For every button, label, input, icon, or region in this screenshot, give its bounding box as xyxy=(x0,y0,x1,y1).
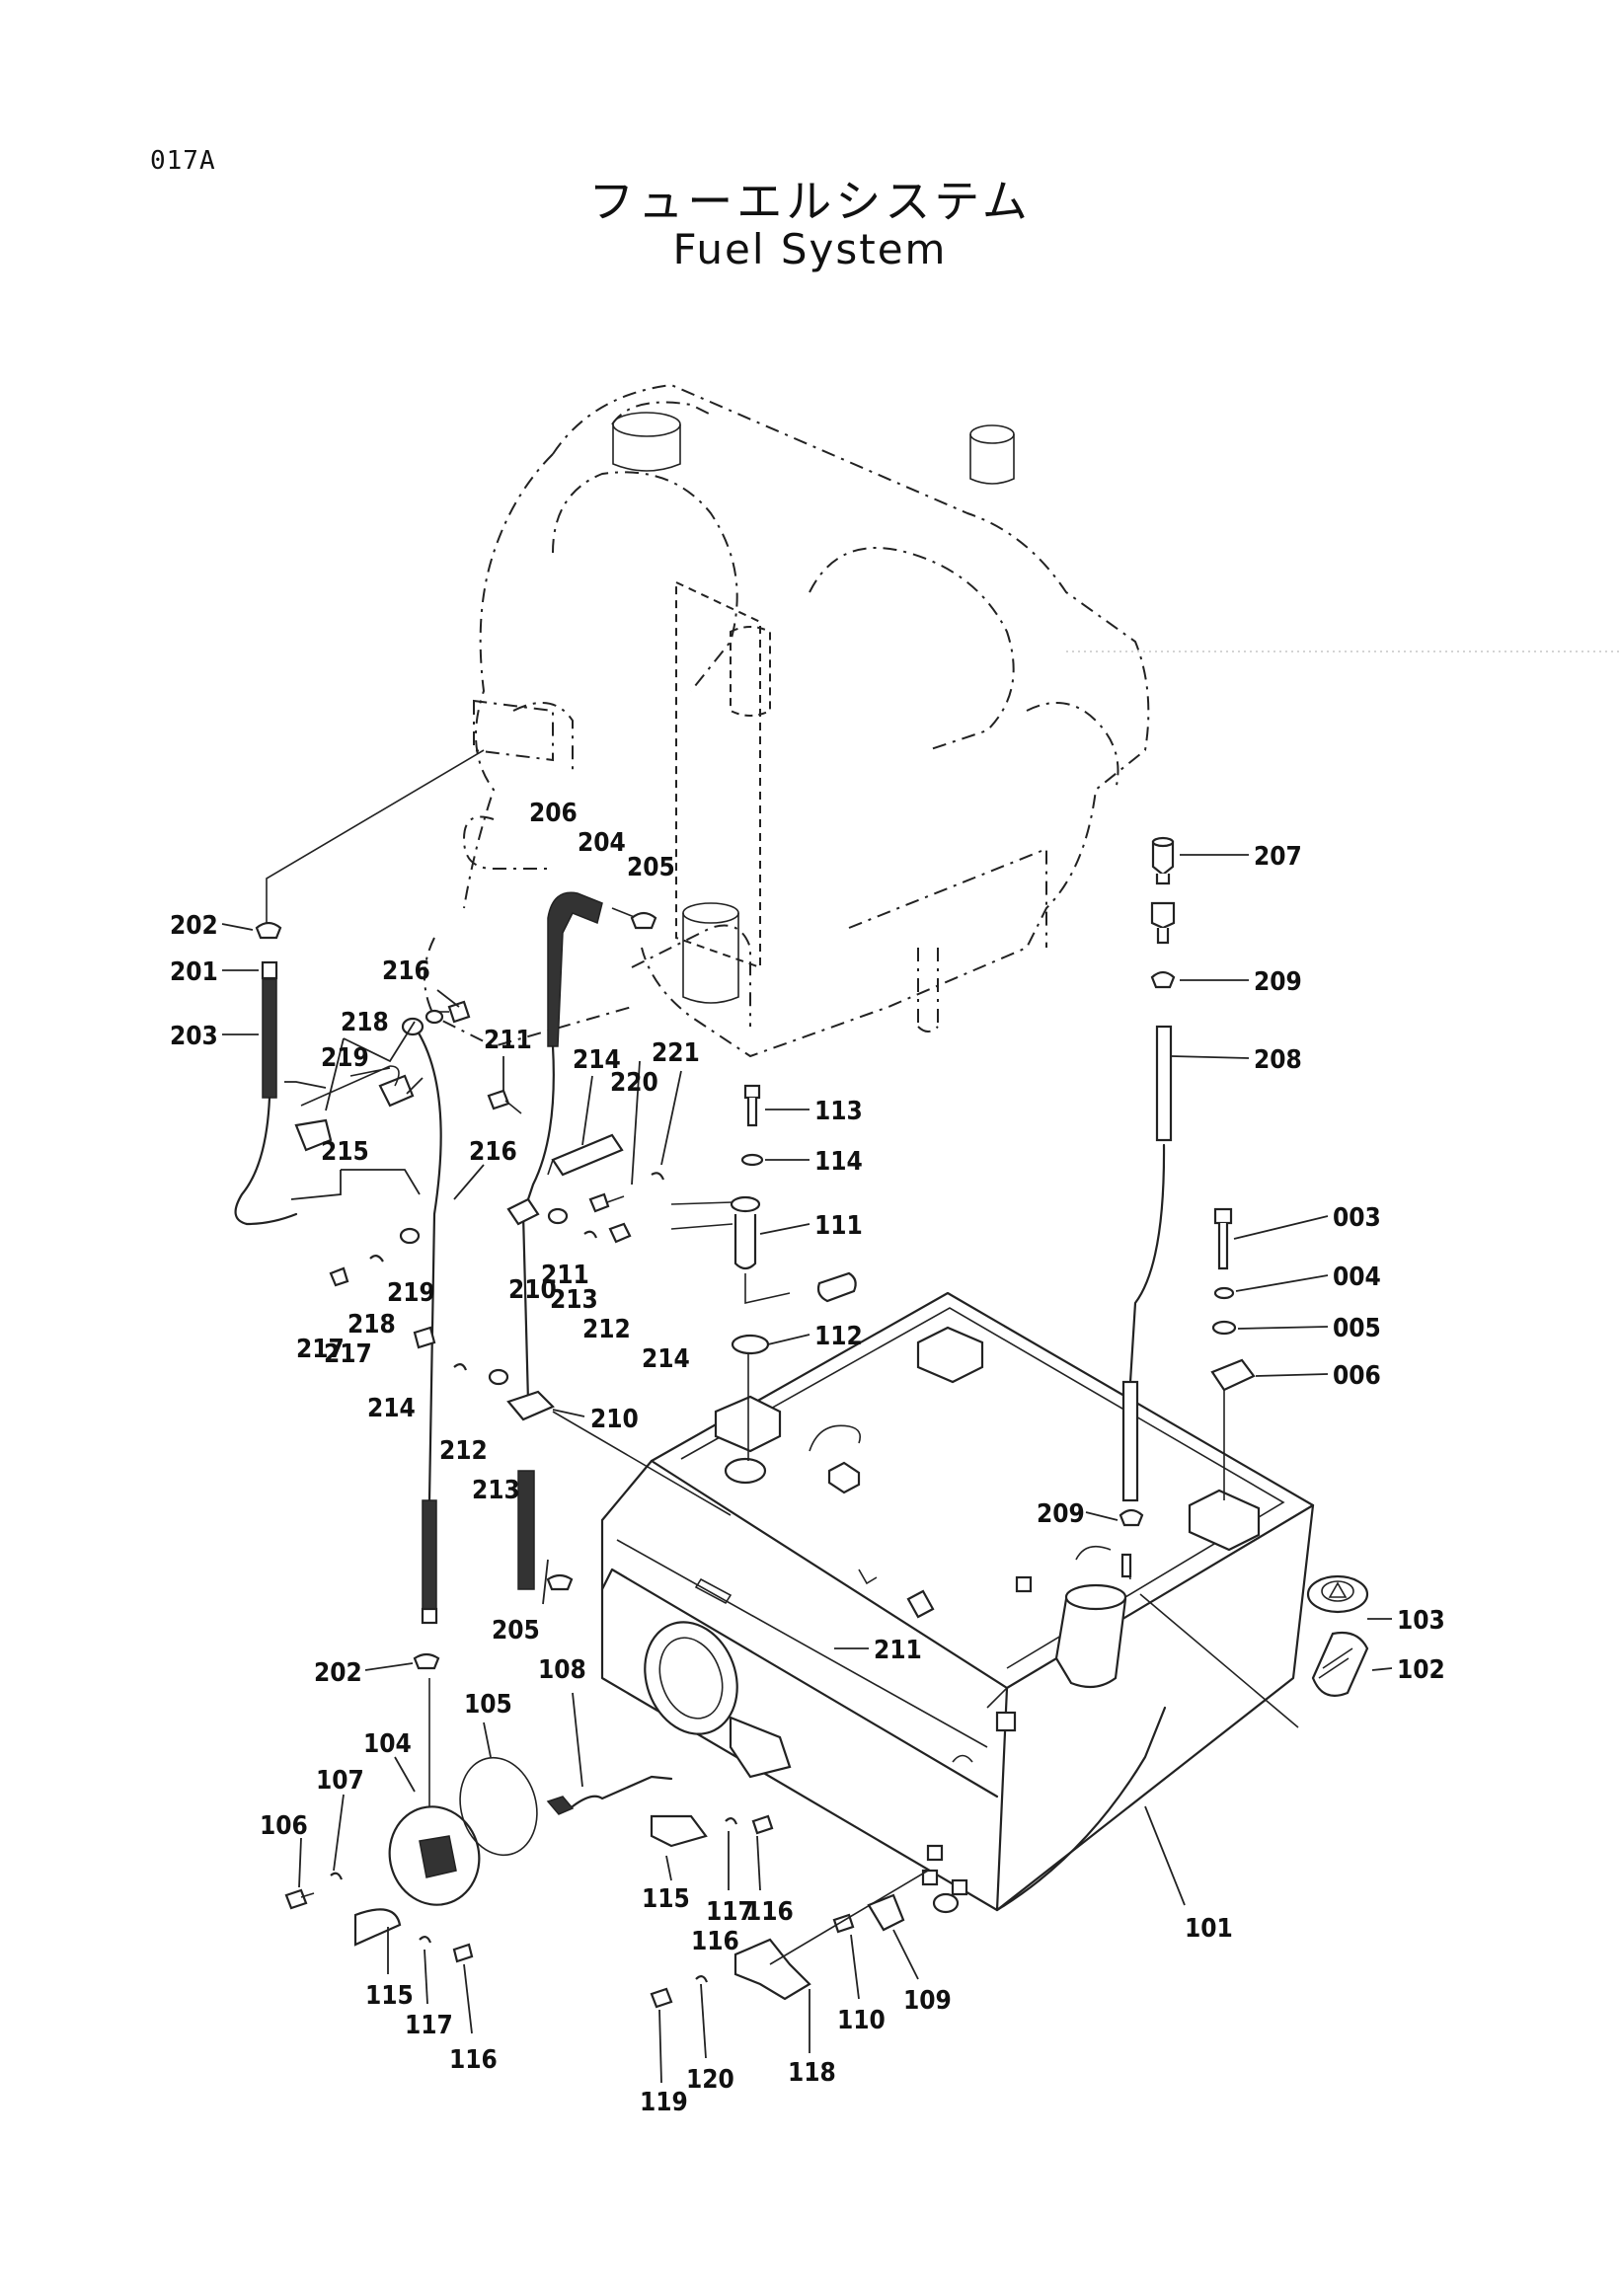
part-label: 120 xyxy=(686,2065,734,2095)
part-label: 103 xyxy=(1397,1606,1445,1636)
part-label: 116 xyxy=(745,1897,794,1927)
part-label: 210 xyxy=(508,1275,557,1305)
part-label: 211 xyxy=(874,1636,922,1665)
part-label: 218 xyxy=(341,1008,389,1037)
part-label: 004 xyxy=(1333,1263,1381,1292)
left-fuel-hose-assembly xyxy=(234,749,485,1875)
part-label: 117 xyxy=(706,1897,754,1927)
part-label: 204 xyxy=(578,828,626,858)
bracket-and-bolts xyxy=(329,1000,665,1386)
part-label: 210 xyxy=(590,1405,639,1434)
fuel-tank xyxy=(600,1291,1315,1914)
part-label: 116 xyxy=(691,1927,739,1956)
part-label: 207 xyxy=(1254,842,1302,872)
part-label: 205 xyxy=(492,1616,540,1645)
part-label: 104 xyxy=(363,1729,412,1759)
part-label: 003 xyxy=(1333,1203,1381,1233)
part-label: 219 xyxy=(387,1278,435,1308)
engine-outline xyxy=(424,383,1150,1058)
part-label: 205 xyxy=(627,853,675,882)
sender-cover-assembly xyxy=(284,1756,538,1963)
part-label: 202 xyxy=(170,911,218,941)
sensor-and-brackets xyxy=(546,1775,929,2009)
part-label: 209 xyxy=(1037,1499,1085,1529)
page-code: 017A xyxy=(150,146,216,176)
title-japanese: フューエルシステム xyxy=(588,175,1032,228)
part-label: 115 xyxy=(365,1981,414,2011)
part-label: 208 xyxy=(1254,1045,1302,1075)
part-label: 212 xyxy=(439,1436,488,1466)
part-label: 106 xyxy=(260,1811,308,1841)
part-label: 111 xyxy=(814,1211,863,1241)
part-label: 203 xyxy=(170,1022,218,1051)
part-label: 211 xyxy=(484,1026,532,1055)
part-label: 214 xyxy=(573,1045,621,1075)
filler-cap-strainer xyxy=(1139,1574,1369,1728)
part-label: 101 xyxy=(1185,1914,1233,1944)
part-label: 213 xyxy=(550,1285,598,1315)
part-label: 221 xyxy=(652,1038,700,1068)
part-label: 109 xyxy=(903,1986,952,2016)
part-label: 113 xyxy=(814,1097,863,1126)
part-label: 108 xyxy=(538,1655,586,1685)
center-fuel-hose-assembly xyxy=(506,891,732,1591)
part-label: 219 xyxy=(321,1043,369,1073)
part-label: 105 xyxy=(464,1690,512,1720)
part-label: 006 xyxy=(1333,1361,1381,1391)
part-label: 214 xyxy=(642,1344,690,1374)
part-label: 209 xyxy=(1254,967,1302,997)
part-label: 213 xyxy=(472,1476,520,1505)
part-label: 211 xyxy=(541,1261,589,1290)
part-labels: 207 209 208 003 004 005 006 103 102 101 … xyxy=(170,799,1445,2117)
part-label: 117 xyxy=(405,2011,453,2040)
part-label: 115 xyxy=(642,1884,690,1914)
part-label: 107 xyxy=(316,1766,364,1796)
part-label: 114 xyxy=(814,1147,863,1177)
part-label: 202 xyxy=(314,1658,362,1688)
part-label: 116 xyxy=(449,2045,498,2075)
part-label: 218 xyxy=(347,1310,396,1339)
part-label: 217 xyxy=(296,1335,345,1364)
part-label: 102 xyxy=(1397,1655,1445,1685)
part-label: 216 xyxy=(382,957,430,986)
tank-mount-hardware xyxy=(1210,1207,1256,1500)
part-label: 201 xyxy=(170,957,218,987)
part-label: 005 xyxy=(1333,1314,1381,1343)
part-label: 110 xyxy=(837,2006,886,2035)
part-label: 212 xyxy=(582,1315,631,1344)
part-label: 216 xyxy=(469,1137,517,1167)
part-label: 214 xyxy=(367,1394,416,1423)
part-label: 112 xyxy=(814,1322,863,1351)
part-label: 217 xyxy=(324,1339,372,1369)
title-english: Fuel System xyxy=(672,225,948,273)
leader-lines xyxy=(221,854,1393,2084)
part-label: 119 xyxy=(640,2088,688,2117)
part-label: 118 xyxy=(788,2058,836,2088)
part-label: 215 xyxy=(321,1137,369,1167)
vent-tube-assembly xyxy=(1119,836,1176,1527)
part-label: 206 xyxy=(529,799,578,828)
part-label: 220 xyxy=(610,1068,658,1098)
